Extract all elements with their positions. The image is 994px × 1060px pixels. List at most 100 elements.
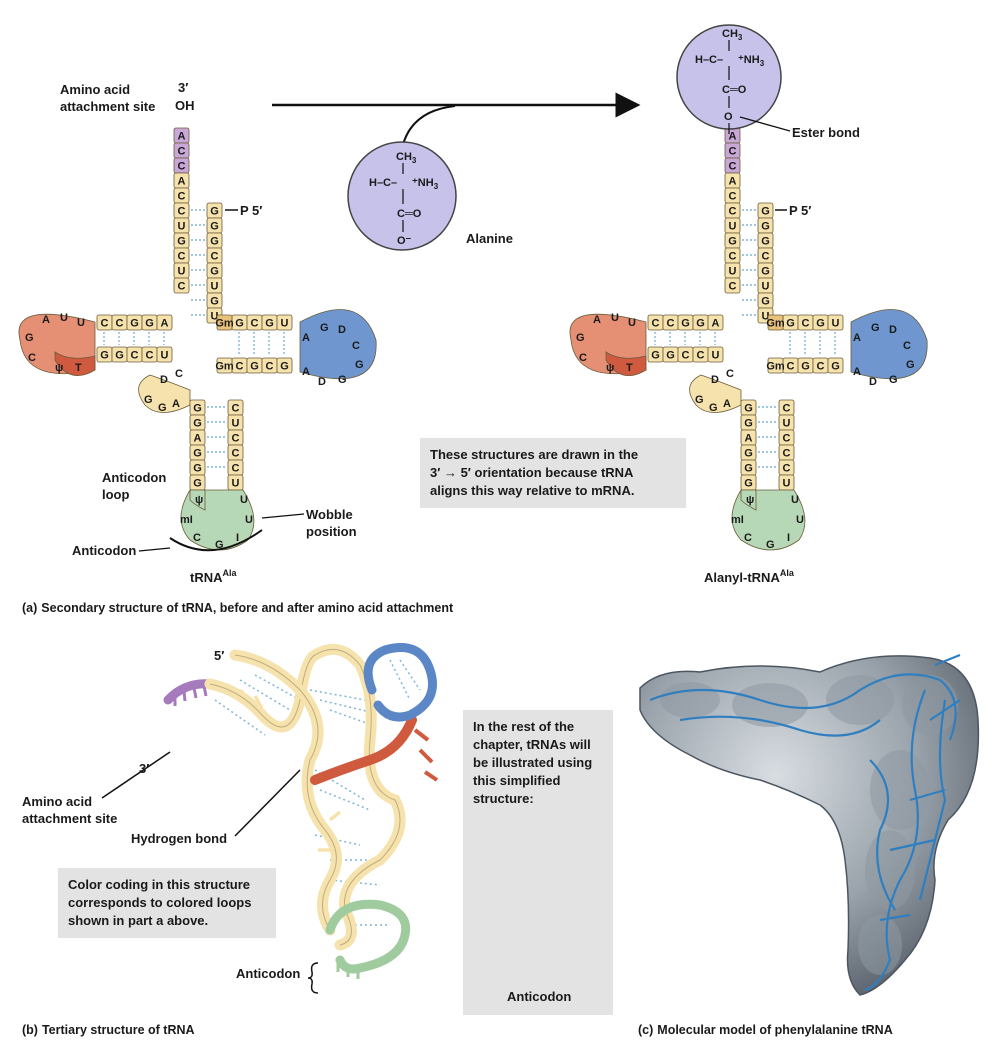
- color-note-line: Color coding in this structure: [68, 877, 251, 892]
- anticodon-loop-base: ψ: [746, 494, 754, 506]
- anticodon-brace-b: [307, 962, 319, 994]
- anticodon-stem-right-base: C: [232, 448, 240, 460]
- anticodon-loop-edge: [740, 489, 757, 511]
- tpsi-stem-top-base: C: [116, 318, 124, 330]
- anticodon-loop-edge: [189, 489, 206, 511]
- tpsi-loop-base: U: [628, 317, 636, 329]
- tpsi-stem-bottom-base: C: [697, 350, 705, 362]
- acceptor-base: C: [729, 146, 737, 158]
- alanyl-trna-name: Alanyl-tRNAAla: [704, 568, 795, 585]
- molecular-surface: [639, 655, 980, 996]
- tpsi-stem-bottom-base: G: [651, 350, 660, 362]
- acceptor-base: U: [178, 266, 186, 278]
- five-prime-base: G: [761, 266, 770, 278]
- alanyl-ch3: CH3: [722, 28, 743, 42]
- anticodon-label-b: Anticodon: [236, 966, 300, 981]
- anticodon-loop-tertiary: [325, 899, 411, 974]
- anticodon-pointer: [138, 547, 171, 552]
- simplified-note-line: be illustrated using: [473, 755, 593, 770]
- acceptor-base: A: [729, 176, 737, 188]
- blue-loop-tertiary: [363, 643, 437, 722]
- d-loop-base: G: [355, 359, 364, 371]
- acceptor-base: A: [178, 131, 186, 143]
- tpsi-stem-bottom-base: C: [131, 350, 139, 362]
- hbond-label: Hydrogen bond: [131, 831, 227, 846]
- anticodon-stem-left-base: G: [193, 463, 202, 475]
- tpsi-stem-top-base: G: [696, 318, 705, 330]
- five-prime-base: C: [762, 251, 770, 263]
- orientation-note-line: 3′ → 5′ orientation because tRNA: [430, 465, 634, 480]
- five-prime-base: C: [211, 251, 219, 263]
- d-loop-base: D: [869, 376, 877, 388]
- acceptor-base: C: [178, 161, 186, 173]
- five-prime-base: G: [210, 236, 219, 248]
- five-prime-base: G: [210, 296, 219, 308]
- acceptor-base: C: [729, 251, 737, 263]
- d-stem-gm2-cell: [767, 357, 784, 374]
- anticodon-stem-left-base: G: [744, 418, 753, 430]
- tpsi-stem-bottom-base: U: [712, 350, 720, 362]
- simplified-note-line: chapter, tRNAs will: [473, 737, 591, 752]
- variable-loop-base: G: [158, 402, 167, 414]
- five-prime-base: G: [761, 206, 770, 218]
- acceptor-base: C: [178, 251, 186, 263]
- anticodon-loop-label-line2: loop: [102, 487, 129, 502]
- anticodon-stem-left-base: G: [193, 403, 202, 415]
- anticodon-stem-right-base: U: [232, 478, 240, 490]
- tpsi-loop-base: C: [28, 352, 36, 364]
- acceptor-base: G: [728, 236, 737, 248]
- d-stem-top-base: G: [235, 318, 244, 330]
- d-loop-base: D: [338, 324, 346, 336]
- acceptor-base-cell: [173, 277, 190, 294]
- variable-loop-base: G: [695, 394, 704, 406]
- variable-loop-base: D: [160, 374, 168, 386]
- attach-site-label-line1: Amino acid: [60, 82, 130, 97]
- tpsi-stem-bottom-base: C: [146, 350, 154, 362]
- d-loop-base: G: [338, 374, 347, 386]
- anticodon-loop-base: C: [193, 532, 201, 544]
- d-loop-base: A: [302, 332, 310, 344]
- anticodon-stem-right-base: C: [783, 448, 791, 460]
- five-prime-base: U: [762, 281, 770, 293]
- trna-ala-name: tRNAAla: [190, 568, 238, 585]
- orientation-note-line: aligns this way relative to mRNA.: [430, 483, 635, 498]
- acceptor-base: C: [729, 281, 737, 293]
- d-stem-gm: Gm: [215, 318, 234, 330]
- alanine-molecule: CH3 H–C– ⁺NH3 C═O O⁻: [347, 141, 457, 251]
- alanine-co: C═O: [397, 208, 422, 220]
- variable-loop-base: A: [172, 398, 180, 410]
- oh-label: OH: [175, 98, 195, 113]
- acceptor-base: U: [729, 221, 737, 233]
- variable-loop-base: C: [175, 368, 183, 380]
- tpsi-loop-tertiary: [310, 715, 417, 785]
- alanine-hc: H–C–: [369, 177, 397, 189]
- anticodon-loop-base: G: [215, 539, 224, 551]
- alanine-o-minus: O⁻: [397, 235, 412, 247]
- five-prime-base: G: [761, 221, 770, 233]
- d-stem-bottom-base-cell: [827, 357, 844, 374]
- d-loop: [299, 309, 377, 380]
- alanine-nh3: ⁺NH3: [412, 177, 439, 191]
- anticodon-loop-base: I: [787, 532, 790, 544]
- d-loop-base: G: [320, 322, 329, 334]
- variable-loop: [138, 374, 191, 413]
- p5-label-right: P 5′: [789, 203, 811, 218]
- anticodon-stem-right-base: C: [232, 403, 240, 415]
- tpsi-loop-base: ψ: [606, 362, 614, 374]
- d-stem-bottom-base: C: [787, 361, 795, 373]
- acceptor-base: C: [729, 206, 737, 218]
- anticodon-stem-right-base: C: [232, 463, 240, 475]
- d-stem-top-base: C: [802, 318, 810, 330]
- tpsi-stem-bottom-base: G: [666, 350, 675, 362]
- attach-pointer-b: [101, 751, 171, 799]
- anticodon-stem-right-base: U: [232, 418, 240, 430]
- d-loop-base: G: [871, 322, 880, 334]
- anticodon-loop-base: mI: [731, 514, 744, 526]
- three-prime-b: 3′: [139, 761, 149, 776]
- attach-label-b-line1: Amino acid: [22, 794, 92, 809]
- acceptor-base: C: [178, 146, 186, 158]
- wobble-pointer: [261, 513, 305, 519]
- trna-tertiary-structure: [163, 643, 439, 979]
- anticodon-stem-right-base: C: [783, 463, 791, 475]
